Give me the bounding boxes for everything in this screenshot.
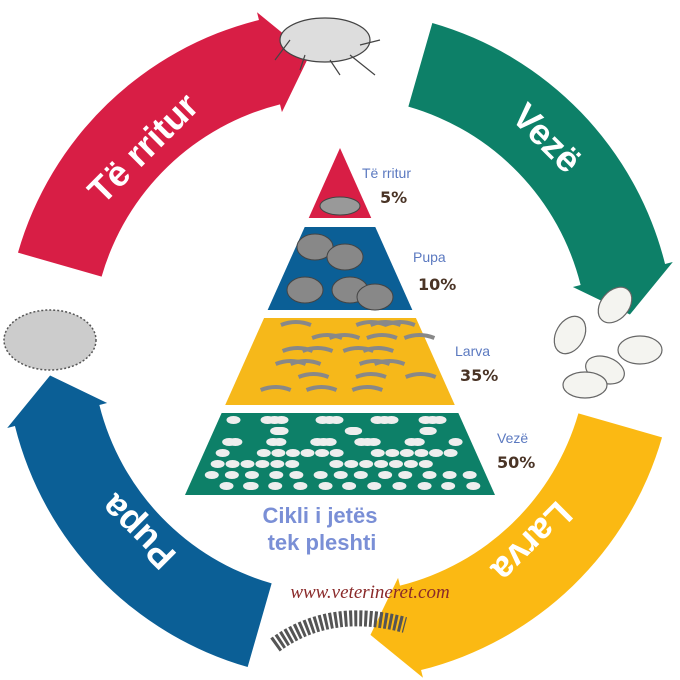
adult-flea-illustration [274,17,381,76]
population-pyramid: Të rritur 5% Pupa 10% Larva 35% Vezë 50% [185,148,535,495]
ring-arrow-larva [370,413,663,678]
ring-arrow-pupa [7,375,272,668]
tier-label-egg: Vezë [497,430,528,446]
egg-cluster-illustration [553,286,663,399]
website-watermark: www.veterineret.com [290,582,449,603]
pyramid-tier-larva-texture [259,320,437,392]
tier-label-larva: Larva [455,343,490,359]
caption-line-2: tek pleshti [268,530,377,555]
tier-percent-larva: 35% [460,366,498,385]
tier-percent-pupa: 10% [418,275,456,294]
pyramid-tier-egg-texture [204,416,481,490]
ring-arrow-egg [408,22,673,315]
pyramid-tier-pupa-texture [286,233,394,311]
tier-label-pupa: Pupa [413,249,446,265]
tier-label-adult: Të rritur [362,165,411,181]
tier-percent-adult: 5% [380,188,407,207]
tier-percent-egg: 50% [497,453,535,472]
caption-line-1: Cikli i jetës [263,503,378,528]
pyramid-tier-larva [225,318,455,405]
ring-arrow-adult [17,12,310,277]
larva-illustration [270,610,408,652]
pyramid-tier-adult-texture [319,196,361,216]
pupa-cocoon-illustration [3,309,97,371]
